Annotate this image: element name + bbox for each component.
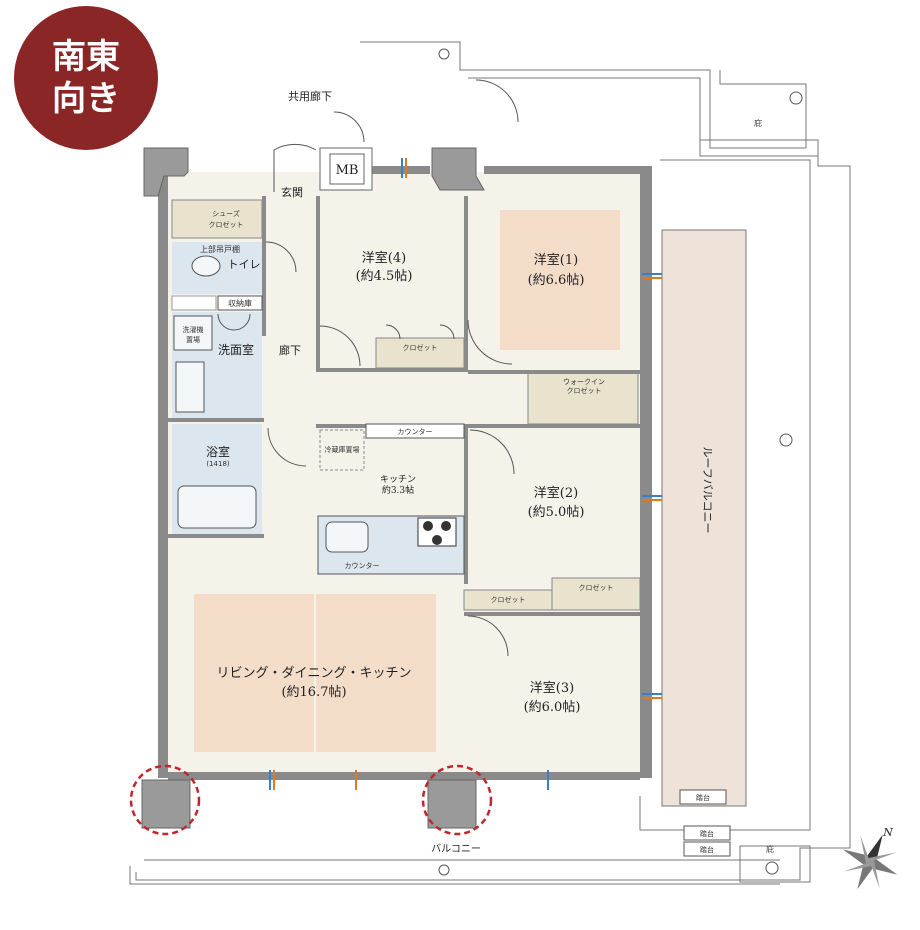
label-storage: 収納庫 <box>228 298 252 308</box>
burner-icon <box>423 521 433 531</box>
label-step-1: 踏台 <box>696 793 710 802</box>
label-balcony: バルコニー <box>431 843 481 855</box>
label-bathroom: 浴室 <box>206 444 230 459</box>
room1-carpet <box>500 210 620 350</box>
label-room1-name: 洋室(1) <box>534 252 578 268</box>
label-room4-size: (約4.5帖) <box>356 269 413 284</box>
label-hallway: 廊下 <box>279 343 301 357</box>
label-room1-size: (約6.6帖) <box>528 273 585 288</box>
drain-icon <box>789 91 803 105</box>
label-step-3: 踏台 <box>700 845 714 854</box>
label-step-2: 踏台 <box>700 829 714 838</box>
label-mb: MB <box>336 163 359 178</box>
label-counter-top: カウンター <box>398 427 433 436</box>
orientation-badge: 南東 向き <box>14 6 158 150</box>
label-closet-b: クロゼット <box>491 595 526 604</box>
washbasin-icon <box>175 361 205 413</box>
bathtub-icon <box>177 485 257 529</box>
label-fridge: 冷蔵庫置場 <box>325 445 360 454</box>
shoes-closet <box>171 199 263 239</box>
label-closet-a: クロゼット <box>579 583 614 592</box>
burner-icon <box>441 521 451 531</box>
outer-terrace-lines <box>129 41 851 885</box>
walls <box>158 166 652 780</box>
door-swings <box>217 79 519 657</box>
walkin-closet <box>527 371 639 425</box>
badge-line1: 南東 <box>52 37 120 77</box>
columns <box>141 147 485 829</box>
label-shoes-closet-2: クロゼット <box>209 220 244 229</box>
label-washroom: 洗面室 <box>218 342 254 357</box>
drain-icon <box>765 861 779 875</box>
closet-room2 <box>551 577 641 611</box>
label-walkin-2: クロゼット <box>567 386 602 395</box>
step-box <box>679 789 727 805</box>
label-kitchen-1: キッチン <box>380 474 416 485</box>
label-room3-name: 洋室(3) <box>530 680 574 696</box>
burner-icon <box>432 535 442 545</box>
column-marker-right <box>421 764 493 836</box>
label-room3-size: (約6.0帖) <box>524 700 581 715</box>
label-toilet: トイレ <box>228 258 261 271</box>
drain-icon <box>438 864 450 876</box>
label-walkin-1: ウォークイン <box>563 378 605 386</box>
label-room2-size: (約5.0帖) <box>528 505 585 520</box>
label-washer-1: 洗濯機 <box>183 325 204 334</box>
label-ldk-size: (約16.7帖) <box>281 685 346 700</box>
label-shoes-closet-1: シューズ <box>212 209 240 218</box>
storage-box <box>217 295 263 311</box>
column-marker-left <box>129 764 201 836</box>
label-genkan: 玄関 <box>281 185 303 199</box>
step-box <box>683 841 731 857</box>
label-room4-name: 洋室(4) <box>362 250 406 266</box>
label-eaves-bottom: 庇 <box>766 844 774 854</box>
step-box <box>683 825 731 841</box>
ldk-carpet-left <box>194 594 314 752</box>
badge-circle <box>14 6 158 150</box>
ldk-carpet-right <box>316 594 436 752</box>
label-bath-size: (1418) <box>206 460 230 468</box>
label-washer-2: 置場 <box>186 335 200 344</box>
washer-space <box>173 315 213 351</box>
label-roof-balcony: ルーフバルコニー <box>701 446 714 533</box>
room4-closet <box>375 337 465 369</box>
counter-bar <box>365 423 465 439</box>
closet-room3 <box>463 589 553 611</box>
label-counter-bottom: カウンター <box>345 561 380 570</box>
window-marks <box>269 158 662 790</box>
label-room4-closet: クロゼット <box>403 343 438 352</box>
drain-icon <box>779 433 793 447</box>
drain-icon <box>438 48 450 60</box>
compass-icon <box>842 834 898 890</box>
fridge-space <box>319 429 365 471</box>
label-room2-name: 洋室(2) <box>534 485 578 501</box>
upper-cabinet <box>171 295 217 311</box>
label-upper-cabinet: 上部吊戸棚 <box>200 244 240 254</box>
kitchen-sink <box>325 521 369 553</box>
badge-line2: 向き <box>52 79 120 119</box>
label-kitchen-2: 約3.3帖 <box>382 484 414 496</box>
label-eaves-top: 庇 <box>754 118 762 128</box>
toilet-icon <box>191 255 221 277</box>
roof-balcony-floor <box>661 229 747 807</box>
label-ldk-name: リビング・ダイニング・キッチン <box>216 666 411 681</box>
label-north: N <box>882 826 893 839</box>
label-corridor-common: 共用廊下 <box>288 89 332 103</box>
